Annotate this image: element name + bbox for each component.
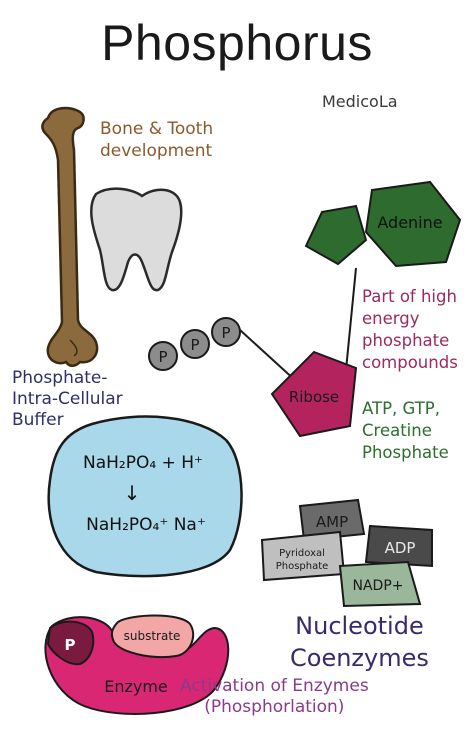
nadp-tag: NADP+ xyxy=(338,560,422,608)
bone-tooth-label: Bone & Tooth development xyxy=(100,118,213,162)
buffer-reaction-bottom: NaH₂PO₄⁺ Na⁺ xyxy=(86,515,206,535)
enzyme-label: Enzyme xyxy=(104,677,168,696)
energy-compounds-label: Part of high energy phosphate compounds xyxy=(362,286,458,374)
buffer-line3: Buffer xyxy=(12,410,64,430)
buffer-label: Phosphate- Intra-Cellular Buffer xyxy=(12,368,123,431)
phosphate-group-icon: P xyxy=(46,620,95,666)
amp-label: AMP xyxy=(316,513,348,531)
energy-examples-label: ATP, GTP, Creatine Phosphate xyxy=(362,398,449,464)
energy-line2: energy xyxy=(362,309,420,328)
pyridoxal-label-line2: Phosphate xyxy=(276,561,329,572)
pyridoxal-label-line1: Pyridoxal xyxy=(279,548,325,559)
energy-line4: compounds xyxy=(362,353,458,372)
buffer-line1: Phosphate- xyxy=(12,368,108,388)
tooth-icon xyxy=(90,187,183,292)
author-credit: MedicoLa xyxy=(322,92,398,111)
adenine-molecule-icon: Adenine xyxy=(304,180,462,268)
phosphate-label-3: P xyxy=(221,324,230,342)
phosphate-label-1: P xyxy=(158,348,167,366)
amp-tag: AMP xyxy=(298,498,366,542)
enzyme-activation-label: Activation of Enzymes (Phosphorlation) xyxy=(180,676,369,718)
adenine-label: Adenine xyxy=(377,213,442,232)
ribose-molecule-icon: Ribose xyxy=(270,350,358,438)
buffer-reaction-arrow: ↓ xyxy=(124,481,141,505)
pyridoxal-phosphate-tag: Pyridoxal Phosphate xyxy=(260,530,346,582)
nadp-label: NADP+ xyxy=(352,578,403,594)
buffer-cell: NaH₂PO₄ + H⁺ ↓ NaH₂PO₄⁺ Na⁺ xyxy=(47,415,243,578)
energy-example2: Creatine xyxy=(362,421,432,440)
adp-label: ADP xyxy=(385,539,416,557)
triphosphate-icon: P P P xyxy=(148,317,241,371)
nucleo-line1: Nucleotide xyxy=(295,612,424,640)
energy-line3: phosphate xyxy=(362,331,450,350)
ribose-adenine-bond xyxy=(345,267,357,371)
energy-example3: Phosphate xyxy=(362,443,449,462)
buffer-reaction-top: NaH₂PO₄ + H⁺ xyxy=(83,453,203,473)
substrate-icon: substrate xyxy=(110,614,195,658)
nucleotide-coenzymes-label: Nucleotide Coenzymes xyxy=(290,610,429,674)
adp-tag: ADP xyxy=(364,524,433,568)
bone-label-line2: development xyxy=(100,141,213,161)
buffer-line2: Intra-Cellular xyxy=(12,389,123,409)
energy-line1: Part of high xyxy=(362,287,457,306)
phosphate-label-2: P xyxy=(190,336,199,354)
bone-label-line1: Bone & Tooth xyxy=(100,119,214,139)
activation-line1: Activation of Enzymes xyxy=(180,676,369,696)
phosphate-group-label: P xyxy=(65,636,76,654)
ribose-label: Ribose xyxy=(289,388,339,406)
nucleo-line2: Coenzymes xyxy=(290,644,429,672)
substrate-label: substrate xyxy=(124,629,181,643)
energy-example1: ATP, GTP, xyxy=(362,399,440,418)
activation-line2: (Phosphorlation) xyxy=(204,697,345,717)
femur-bone-icon xyxy=(41,106,99,367)
page-title: Phosphorus xyxy=(101,15,373,71)
